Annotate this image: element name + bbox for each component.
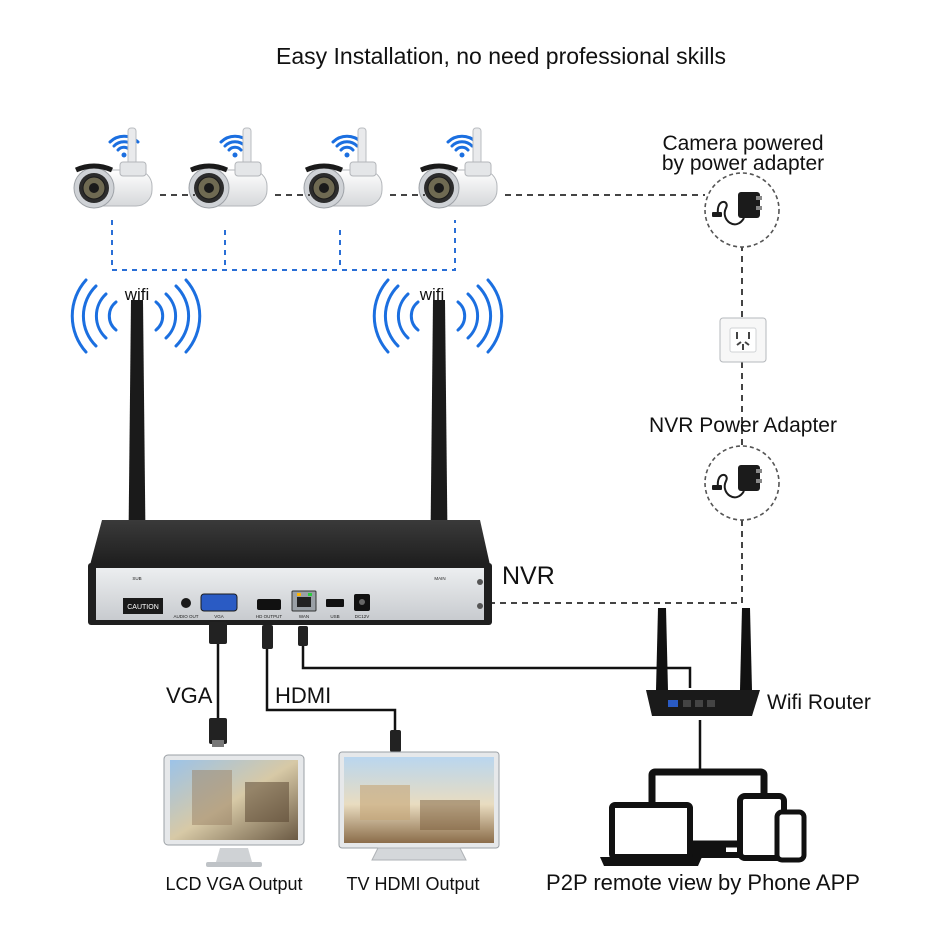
hd-output-label: HD OUTPUT bbox=[256, 614, 282, 619]
wan-label: WAN bbox=[299, 614, 309, 619]
wifi-icon bbox=[446, 134, 478, 159]
vga-port-label: VGA bbox=[214, 614, 224, 619]
remote-devices bbox=[600, 768, 807, 866]
diagram-title: Easy Installation, no need professional … bbox=[276, 43, 726, 69]
wifi-icon bbox=[456, 278, 504, 354]
camera-4 bbox=[419, 128, 497, 208]
hdmi-label: HDMI bbox=[275, 683, 331, 708]
dc-label: DC12V bbox=[355, 614, 370, 619]
wifi-icon bbox=[154, 278, 202, 354]
sub-label: SUB bbox=[132, 576, 141, 581]
usb-label: USB bbox=[330, 614, 339, 619]
lcd-output-label: LCD VGA Output bbox=[165, 874, 302, 894]
laptop-icon bbox=[600, 802, 702, 866]
hdmi-cable bbox=[265, 645, 397, 735]
router-label: Wifi Router bbox=[767, 691, 871, 714]
camera-1 bbox=[74, 128, 152, 208]
vga-label: VGA bbox=[166, 683, 213, 708]
adapter-icon bbox=[704, 172, 780, 248]
nvr-device: CAUTION AUDIO OUT VGA HD OUTPUT WAN USB … bbox=[88, 520, 492, 625]
camera-power-label-line2: by power adapter bbox=[662, 152, 824, 175]
wifi-icon bbox=[331, 134, 363, 159]
adapter-icon bbox=[704, 445, 780, 521]
camera-wifi-link bbox=[111, 220, 456, 271]
hdmi-connector bbox=[262, 625, 401, 752]
rj45-connector bbox=[298, 626, 308, 646]
wifi-icon bbox=[70, 278, 118, 354]
main-label: MAIN bbox=[434, 576, 445, 581]
wifi-label-right: wifi bbox=[419, 285, 445, 304]
outlet-icon bbox=[719, 317, 767, 363]
tv-output-label: TV HDMI Output bbox=[346, 874, 479, 894]
p2p-label: P2P remote view by Phone APP bbox=[546, 870, 860, 895]
phone-icon bbox=[774, 809, 807, 863]
nvr-power-line bbox=[488, 520, 743, 604]
camera-row bbox=[74, 128, 497, 208]
caution-label: CAUTION bbox=[127, 604, 159, 611]
network-cable bbox=[301, 640, 692, 688]
camera-icon bbox=[304, 128, 382, 208]
camera-icon bbox=[419, 128, 497, 208]
camera-2 bbox=[189, 128, 267, 208]
wifi-label-left: wifi bbox=[124, 285, 150, 304]
camera-icon bbox=[189, 128, 267, 208]
monitor-icon bbox=[163, 754, 305, 867]
nvr-label: NVR bbox=[502, 562, 555, 590]
vga-connector bbox=[209, 622, 227, 747]
router-icon bbox=[646, 608, 760, 716]
audio-out-label: AUDIO OUT bbox=[173, 614, 198, 619]
nvr-power-label: NVR Power Adapter bbox=[649, 414, 837, 437]
wifi-icon bbox=[372, 278, 420, 354]
camera-3 bbox=[304, 128, 382, 208]
camera-power-label-line1: Camera powered bbox=[662, 132, 823, 155]
tv-icon bbox=[338, 751, 500, 861]
